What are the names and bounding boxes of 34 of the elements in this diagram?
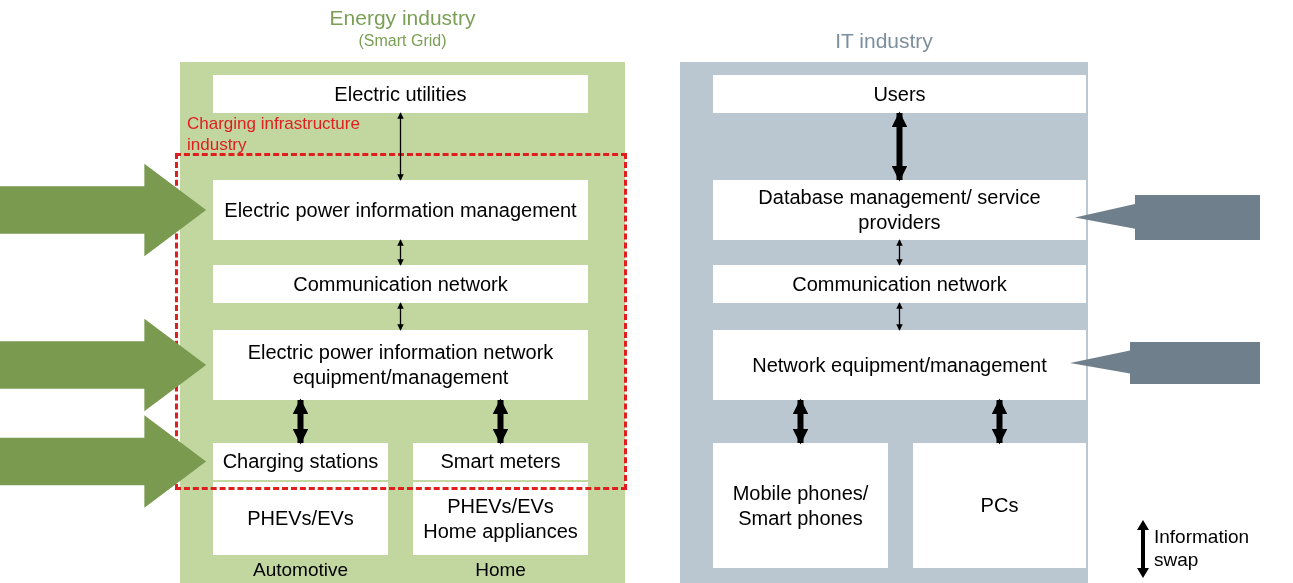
- process-box: Electric utilities: [213, 75, 588, 113]
- process-box: Smart meters: [413, 443, 588, 480]
- category-label: Home: [474, 560, 527, 579]
- block-arrow: [0, 318, 207, 412]
- process-box: Electric power information network equipment/management: [213, 330, 588, 400]
- panel-heading: IT industry: [835, 28, 933, 54]
- process-box: Mobile phones/ Smart phones: [713, 443, 888, 568]
- process-box: Electric power information management: [213, 180, 588, 240]
- process-box: Charging stations: [213, 443, 388, 480]
- double-arrow: [792, 398, 809, 445]
- block-arrow: [0, 415, 207, 508]
- process-box: Database management/ service providers: [713, 180, 1086, 240]
- panel-heading: Energy industry: [329, 5, 476, 31]
- double-arrow: [891, 111, 908, 182]
- double-arrow: [397, 239, 404, 266]
- block-arrow: [0, 163, 207, 257]
- double-arrow: [896, 239, 903, 266]
- panel-heading: (Smart Grid): [358, 31, 447, 52]
- process-box: PHEVs/EVs Home appliances: [413, 482, 588, 555]
- legend-text: Information swap: [1154, 526, 1251, 572]
- double-arrow: [492, 398, 509, 445]
- double-arrow: [896, 302, 903, 331]
- double-arrow: [397, 302, 404, 331]
- double-arrow: [991, 398, 1008, 445]
- process-box: Communication network: [213, 265, 588, 303]
- double-arrow: [292, 398, 309, 445]
- category-label: Automotive: [251, 560, 349, 579]
- process-box: Communication network: [713, 265, 1086, 303]
- process-box: PCs: [913, 443, 1086, 568]
- process-box: Network equipment/management: [713, 330, 1086, 400]
- process-box: Users: [713, 75, 1086, 113]
- double-arrow: [397, 112, 404, 181]
- process-box: PHEVs/EVs: [213, 482, 388, 555]
- region-heading: Charging infrastructure industry: [187, 113, 361, 156]
